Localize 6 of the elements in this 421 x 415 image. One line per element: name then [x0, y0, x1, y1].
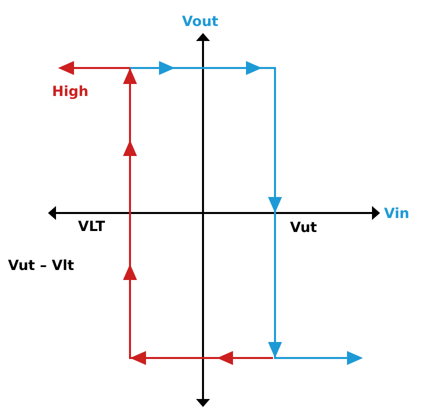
axis-label: Vout — [182, 14, 218, 30]
threshold-label: VLT — [78, 219, 105, 235]
threshold-label: Vut — [290, 220, 317, 236]
hysteresis-label: Vut – Vlt — [8, 258, 74, 274]
level-label: High — [52, 84, 89, 100]
axis-label: Vin — [384, 206, 410, 222]
